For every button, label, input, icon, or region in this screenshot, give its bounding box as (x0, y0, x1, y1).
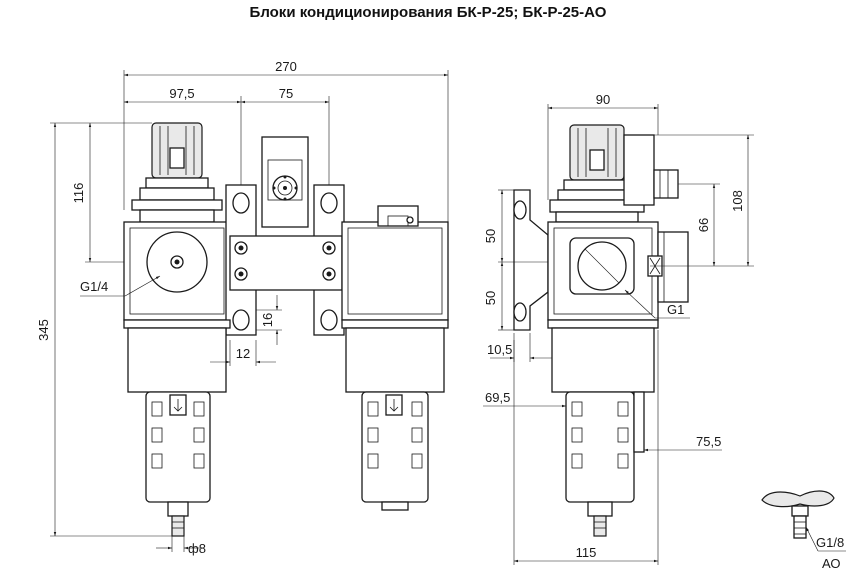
dim-75: 75 (279, 86, 293, 101)
dim-345: 345 (36, 319, 51, 341)
filter-bowl-right (341, 319, 449, 511)
regulator-knob (131, 122, 223, 223)
regulator-body (123, 221, 231, 321)
front-view: 270 97,5 75 116 345 G1/4 12 (36, 59, 449, 556)
dim-66: 66 (696, 218, 711, 232)
dim-dia-8: ф8 (188, 541, 206, 556)
dim-50-top: 50 (483, 229, 498, 243)
dim-10-5: 10,5 (487, 342, 512, 357)
label-g1-4: G1/4 (80, 279, 108, 294)
drain-detail: G1/8 АО (761, 490, 846, 571)
side-bowl (547, 319, 659, 537)
dim-270: 270 (275, 59, 297, 74)
side-bracket (513, 189, 549, 331)
side-knob (549, 124, 679, 223)
connector-block (229, 235, 343, 291)
label-ao: АО (822, 556, 841, 571)
filter-bowl-left (123, 319, 231, 537)
front-dimensions: 270 97,5 75 116 345 G1/4 12 (36, 59, 449, 556)
dim-115: 115 (576, 545, 597, 560)
dim-75-5: 75,5 (696, 434, 721, 449)
dim-12: 12 (236, 346, 250, 361)
drawing-title: Блоки кондиционирования БК-Р-25; БК-Р-25… (249, 4, 607, 21)
dim-50-bottom: 50 (483, 291, 498, 305)
dim-97-5: 97,5 (169, 86, 194, 101)
dim-108: 108 (730, 190, 745, 212)
filter-body-right (341, 205, 449, 321)
dim-16: 16 (260, 313, 275, 327)
label-g1: G1 (667, 302, 684, 317)
side-dimensions: 90 108 66 50 50 G1 10,5 69,5 (483, 92, 754, 565)
gauge-block (261, 136, 309, 228)
label-g1-8: G1/8 (816, 535, 844, 550)
dim-116: 116 (71, 183, 86, 204)
dim-90: 90 (596, 92, 610, 107)
dim-69-5: 69,5 (485, 390, 510, 405)
side-view: 90 108 66 50 50 G1 10,5 69,5 (483, 92, 754, 565)
